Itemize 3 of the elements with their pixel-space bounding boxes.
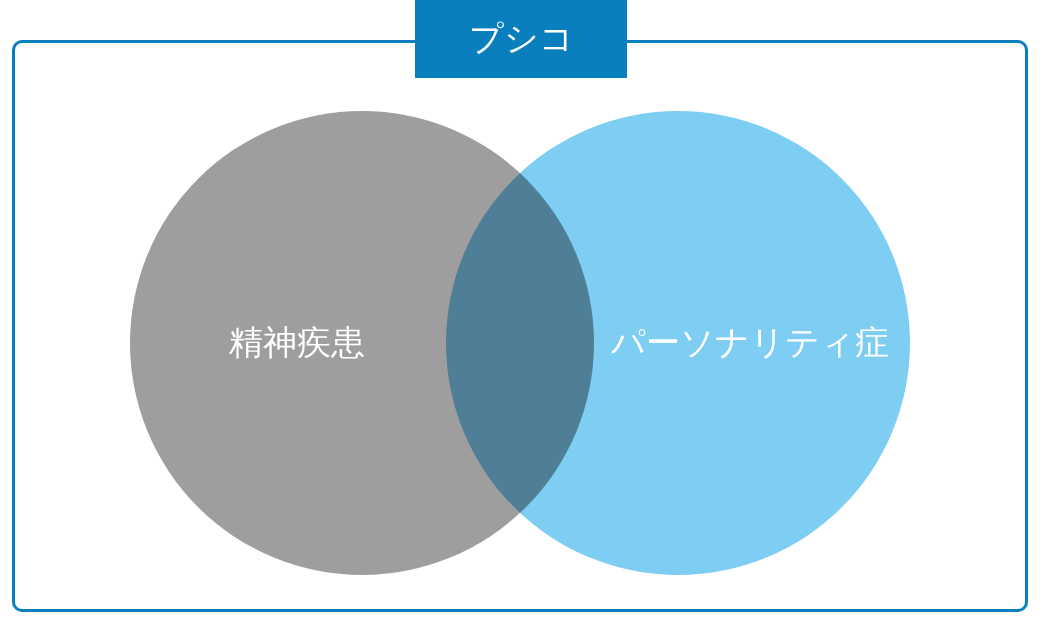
- circle-label: 精神疾患: [229, 321, 365, 364]
- circle-label: パーソナリティ症: [611, 321, 889, 364]
- heading-tab: プシコ: [415, 0, 627, 78]
